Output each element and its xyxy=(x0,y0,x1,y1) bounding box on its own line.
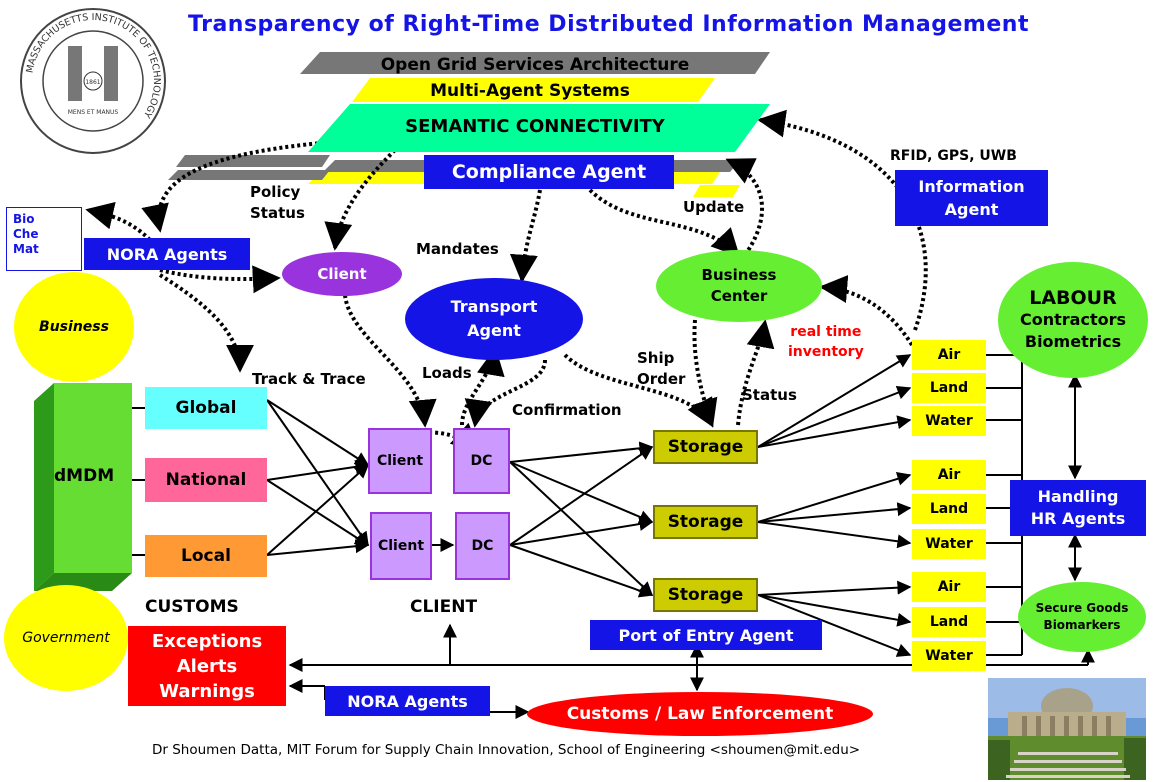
dmdm-label: dMDM xyxy=(54,466,115,486)
dc-box-top: DC xyxy=(453,428,510,494)
handling-hr-agents-box: Handling HR Agents xyxy=(1010,480,1146,536)
status-label: Status xyxy=(742,386,797,404)
inventory-text: inventory xyxy=(788,344,864,360)
business-circle: Business xyxy=(14,272,134,382)
page-title: Transparency of Right-Time Distributed I… xyxy=(188,12,1029,37)
mas-label: Multi-Agent Systems xyxy=(430,81,630,101)
client-box-bottom: Client xyxy=(370,512,432,580)
secure-goods-text: Secure Goods xyxy=(1035,601,1129,615)
order-text: Order xyxy=(637,370,686,388)
mit-seal-logo: MASSACHUSETTS INSTITUTE OF TECHNOLOGY 18… xyxy=(20,8,166,154)
update-label: Update xyxy=(683,198,745,216)
information-text: Information xyxy=(918,177,1025,196)
transport-agent-oval: Transport Agent xyxy=(405,278,583,360)
center-text: Center xyxy=(710,287,768,305)
mas-layer xyxy=(352,78,715,102)
ogsa-label: Open Grid Services Architecture xyxy=(380,55,690,75)
transport-text: Transport xyxy=(450,297,538,316)
policy-text: Policy xyxy=(250,183,301,201)
mode-water-3: Water xyxy=(912,641,986,671)
secure-goods-circle: Secure Goods Biomarkers xyxy=(1018,582,1146,652)
svg-text:MENS ET MANUS: MENS ET MANUS xyxy=(68,109,119,116)
semantic-layer xyxy=(308,104,770,152)
rfid-gps-uwb-label: RFID, GPS, UWB xyxy=(890,148,1017,164)
layer-stripe-gray-left2 xyxy=(168,170,330,180)
information-agent-box: Information Agent xyxy=(895,170,1048,226)
footer-credit: Dr Shoumen Datta, MIT Forum for Supply C… xyxy=(152,742,861,758)
government-circle: Government xyxy=(4,585,128,691)
info-agent-text: Agent xyxy=(944,200,999,219)
warnings-text: Warnings xyxy=(159,680,255,702)
loads-label: Loads xyxy=(422,364,472,382)
semantic-connectivity-label: SEMANTIC CONNECTIVITY xyxy=(405,115,665,137)
layer-stripe-gray-left xyxy=(176,155,330,167)
nora-agents-top-box: NORA Agents xyxy=(84,238,250,270)
bio-che-mat-box: Bio Che Mat xyxy=(6,207,82,271)
mode-land-2: Land xyxy=(912,494,986,524)
che-text: Che xyxy=(13,227,39,241)
mode-air-2: Air xyxy=(912,460,986,490)
dmdm-bar-shape xyxy=(34,383,132,591)
status-text: Status xyxy=(250,204,305,222)
port-of-entry-agent-box: Port of Entry Agent xyxy=(590,620,822,650)
hr-agents-text: HR Agents xyxy=(1030,509,1126,528)
mandates-label: Mandates xyxy=(416,240,499,258)
real-time-text: real time xyxy=(790,324,862,340)
national-box: National xyxy=(145,458,267,502)
exceptions-alerts-warnings-box: Exceptions Alerts Warnings xyxy=(128,626,286,706)
ship-order-label: Ship Order xyxy=(637,348,685,390)
mat-text: Mat xyxy=(13,242,39,256)
local-box: Local xyxy=(145,535,267,577)
storage-box-3: Storage xyxy=(653,578,758,612)
architecture-layers xyxy=(300,52,770,152)
mit-campus-photo xyxy=(988,678,1146,780)
business-text: Business xyxy=(701,266,777,284)
policy-status-label: Policy Status xyxy=(250,182,305,224)
dc-box-bottom: DC xyxy=(455,512,510,580)
svg-text:1861: 1861 xyxy=(85,79,100,86)
agent-text: Agent xyxy=(467,321,521,340)
nora-agents-bottom-box: NORA Agents xyxy=(325,686,490,716)
client-label: CLIENT xyxy=(410,597,478,617)
client-oval: Client xyxy=(282,252,402,296)
labour-text: LABOUR xyxy=(1029,287,1117,309)
biometrics-text: Biometrics xyxy=(1024,332,1122,351)
confirmation-label: Confirmation xyxy=(512,401,622,419)
real-time-inventory-label: real time inventory xyxy=(788,322,864,362)
mode-air-1: Air xyxy=(912,340,986,370)
business-center-oval: Business Center xyxy=(656,250,822,322)
compliance-agent-box: Compliance Agent xyxy=(424,155,674,189)
ogsa-layer xyxy=(300,52,770,74)
exceptions-text: Exceptions xyxy=(151,630,263,652)
labour-circle: LABOUR Contractors Biometrics xyxy=(998,262,1148,378)
track-trace-label: Track & Trace xyxy=(252,370,366,388)
mode-land-3: Land xyxy=(912,607,986,637)
customs-label: CUSTOMS xyxy=(145,597,239,617)
mode-air-3: Air xyxy=(912,572,986,602)
biomarkers-text: Biomarkers xyxy=(1043,618,1121,632)
mode-land-1: Land xyxy=(912,373,986,403)
alerts-text: Alerts xyxy=(176,655,238,677)
mode-water-2: Water xyxy=(912,529,986,559)
layer-stripe-yellow-right xyxy=(693,185,740,197)
storage-box-2: Storage xyxy=(653,505,758,539)
ship-text: Ship xyxy=(637,349,675,367)
mode-water-1: Water xyxy=(912,406,986,436)
contractors-text: Contractors xyxy=(1020,310,1126,329)
client-box-top: Client xyxy=(368,428,432,494)
handling-text: Handling xyxy=(1037,487,1119,506)
storage-box-1: Storage xyxy=(653,430,758,464)
bio-text: Bio xyxy=(13,212,35,226)
customs-law-enforcement-oval: Customs / Law Enforcement xyxy=(527,692,873,736)
global-box: Global xyxy=(145,387,267,429)
